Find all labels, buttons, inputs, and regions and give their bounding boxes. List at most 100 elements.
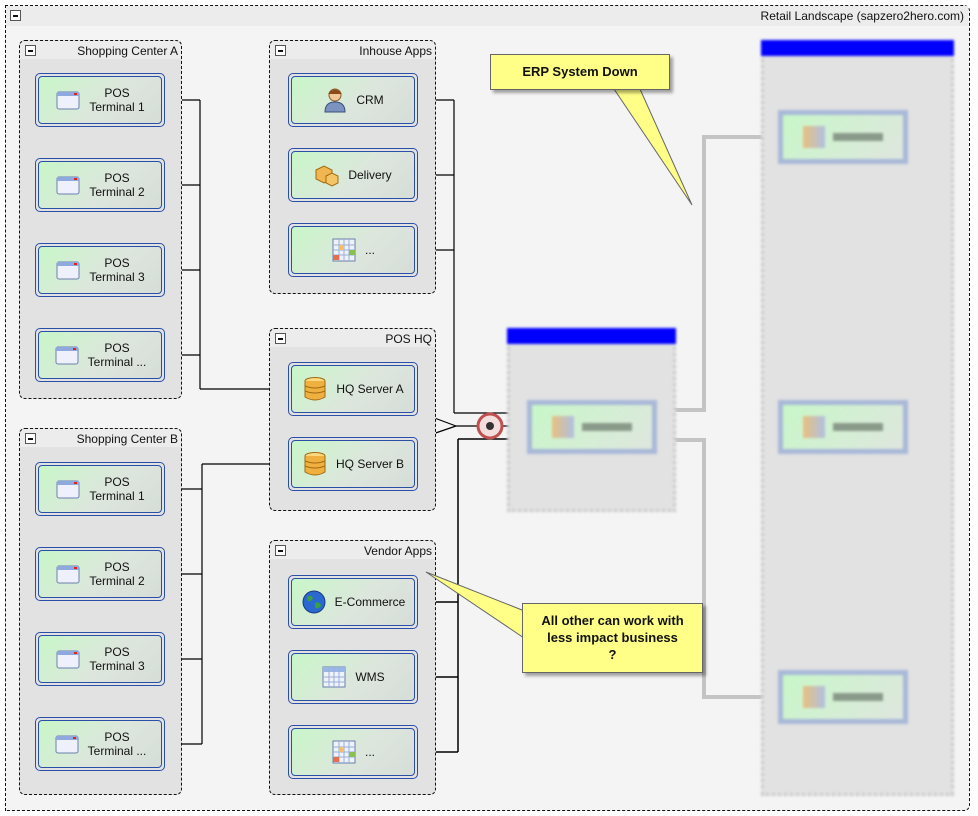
node-body: E-Commerce: [291, 578, 415, 626]
blurred-text: [833, 423, 883, 431]
node-label-line2: Terminal 1: [89, 489, 145, 503]
node-label: E-Commerce: [334, 595, 406, 609]
node-body: ...: [291, 226, 415, 274]
node-label-line1: POS: [104, 86, 130, 100]
node-vendor-other[interactable]: ...: [288, 725, 418, 779]
group-header: [20, 429, 181, 447]
node-label-line1: POS: [104, 171, 130, 185]
calendar-grid-icon: [332, 238, 356, 262]
callout-text-line3: ?: [608, 647, 617, 662]
blurred-icon: [552, 416, 574, 438]
blurred-icon: [803, 416, 825, 438]
node-delivery[interactable]: Delivery: [288, 148, 418, 202]
node-label-line2: Terminal 3: [89, 659, 145, 673]
impact-callout-pointer: [425, 571, 528, 641]
window-icon: [56, 480, 80, 499]
node-label-line1: POS: [104, 645, 130, 659]
node-hq-server-b[interactable]: HQ Server B: [288, 437, 418, 491]
user-icon: [324, 88, 346, 113]
callout-text-line1: All other can work with: [541, 613, 684, 628]
node-label: CRM: [356, 93, 384, 107]
blurred-text: [833, 693, 883, 701]
group-header: [270, 329, 435, 347]
erp-callout-pointer: [613, 88, 693, 206]
collapse-group-button[interactable]: [25, 433, 36, 444]
node-wms[interactable]: WMS: [288, 650, 418, 704]
calendar-grid-icon: [332, 740, 356, 764]
callout-text: ERP System Down: [522, 64, 638, 79]
node-label-line2: Terminal ...: [87, 355, 147, 369]
node-body: CRM: [291, 76, 415, 124]
window-icon: [55, 346, 79, 365]
canvas-header: Retail Landscape (sapzero2hero.com): [6, 6, 968, 26]
group-label: Shopping Center B: [76, 432, 178, 446]
collapse-group-button[interactable]: [25, 45, 36, 56]
node-body: WMS: [291, 653, 415, 701]
node-label: HQ Server A: [336, 382, 404, 396]
broken-link-icon: [476, 412, 504, 440]
blurred-backend-node: [778, 400, 908, 454]
window-icon: [55, 735, 79, 754]
group-header: [270, 541, 435, 559]
node-label-line1: POS: [104, 256, 130, 270]
callout-other-impact: All other can work with less impact busi…: [522, 603, 703, 673]
node-label: Delivery: [348, 168, 392, 182]
node-label: WMS: [355, 670, 385, 684]
blurred-backend-node: [778, 670, 908, 724]
node-inhouse-other[interactable]: ...: [288, 223, 418, 277]
node-label-line1: POS: [104, 560, 130, 574]
collapse-canvas-button[interactable]: [10, 10, 21, 21]
group-label: POS HQ: [385, 332, 432, 346]
node-hq-server-a[interactable]: HQ Server A: [288, 362, 418, 416]
group-label: Vendor Apps: [363, 544, 432, 558]
collapse-group-button[interactable]: [275, 333, 286, 344]
group-label: Shopping Center A: [77, 44, 178, 58]
node-label-line1: POS: [104, 730, 130, 744]
blurred-erp-node: [527, 400, 657, 454]
node-label: ...: [364, 243, 375, 257]
blurred-icon: [803, 126, 825, 148]
node-e-commerce[interactable]: E-Commerce: [288, 575, 418, 629]
node-label-line1: POS: [104, 341, 130, 355]
window-icon: [56, 261, 80, 280]
table-icon: [322, 666, 346, 688]
node-label-line2: Terminal 2: [89, 574, 145, 588]
collapse-group-button[interactable]: [275, 45, 286, 56]
callout-erp-system-down: ERP System Down: [490, 54, 670, 90]
group-label: Inhouse Apps: [359, 44, 432, 58]
node-label-line2: Terminal 1: [89, 100, 145, 114]
node-body: Delivery: [291, 151, 415, 199]
collapse-group-button[interactable]: [275, 545, 286, 556]
group-header: [20, 41, 181, 59]
canvas-title: Retail Landscape (sapzero2hero.com): [760, 9, 964, 23]
node-body: HQ Server B: [291, 440, 415, 488]
node-crm[interactable]: CRM: [288, 73, 418, 127]
window-icon: [56, 565, 80, 584]
blurred-backend-node: [778, 110, 908, 164]
window-icon: [56, 91, 80, 110]
group-header: [270, 41, 435, 59]
blurred-text: [833, 133, 883, 141]
node-body: HQ Server A: [291, 365, 415, 413]
blurred-icon: [803, 686, 825, 708]
blurred-titlebar: [507, 328, 676, 344]
